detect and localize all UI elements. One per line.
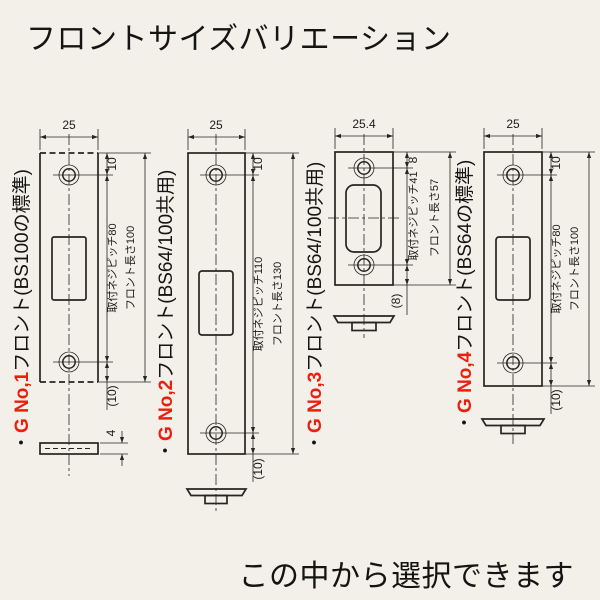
bullet-icon: ・ <box>455 412 476 432</box>
footer-note: この中から選択できます <box>238 560 574 593</box>
latch-opening <box>345 184 382 253</box>
page-title: フロントサイズバリエーション <box>26 23 452 56</box>
dim-width: 25 <box>62 118 76 132</box>
dim-screw-pitch: 取付ネジピッチ80 <box>106 223 119 312</box>
variant-code: G No,1 <box>12 371 33 433</box>
cross-section <box>332 315 396 332</box>
dim-front-length: フロント長さ130 <box>271 262 284 346</box>
variant-label-gno3: ・G No,3フロント(BS64/100共用) <box>305 161 326 452</box>
cross-section <box>185 488 248 505</box>
variant-name: フロント(BS64/100共用) <box>156 169 177 380</box>
bullet-icon: ・ <box>156 440 177 460</box>
variant-code: G No,2 <box>156 379 177 441</box>
dim-front-length: フロント長さ57 <box>428 179 441 257</box>
latch-opening <box>198 270 234 336</box>
variant-label-gno2: ・G No,2フロント(BS64/100共用) <box>156 169 177 460</box>
drawing-gno1: 25 10 取付ネジピッチ80 (10) フロント長さ100 4 <box>39 118 151 476</box>
latch-opening <box>51 236 87 301</box>
dim-front-length: フロント長さ100 <box>124 226 137 310</box>
dim-screw-pitch: 取付ネジピッチ41 <box>407 171 420 260</box>
dim-bottom-offset: (8) <box>389 294 403 309</box>
dim-width: 25 <box>209 118 223 132</box>
bullet-icon: ・ <box>305 432 326 452</box>
dim-top-offset: 10 <box>251 157 265 171</box>
latch-opening <box>495 236 531 301</box>
drawing-gno2: 25 10 取付ネジピッチ110 (10) フロント長さ130 <box>185 118 299 512</box>
variant-code: G No,4 <box>455 351 476 413</box>
dim-thickness: 4 <box>104 429 118 436</box>
front-plate-outline <box>334 151 394 286</box>
dim-width: 25 <box>506 117 520 131</box>
drawing-gno3: 25.4 8 取付ネジピッチ41 (8) フロント長さ57 <box>328 117 456 338</box>
dim-width: 25.4 <box>352 117 376 131</box>
dim-top-offset: 8 <box>406 156 420 163</box>
variant-name: フロント(BS64の標準) <box>455 159 476 352</box>
variant-name: フロント(BS64/100共用) <box>305 161 326 372</box>
dim-bottom-offset: (10) <box>549 389 563 410</box>
front-plate-outline <box>187 152 246 455</box>
variant-label-gno4: ・G No,4フロント(BS64の標準) <box>455 159 476 432</box>
dim-bottom-offset: (10) <box>251 458 265 479</box>
cross-section <box>39 442 99 455</box>
variant-name: フロント(BS100の標準) <box>12 169 33 372</box>
drawing-gno4: 25 10 取付ネジピッチ80 (10) フロント長さ100 <box>480 117 595 444</box>
front-plate-outline <box>483 151 543 387</box>
dim-top-offset: 10 <box>105 157 119 171</box>
cross-section <box>480 418 546 435</box>
variant-label-gno1: ・G No,1フロント(BS100の標準) <box>12 169 33 452</box>
dim-screw-pitch: 取付ネジピッチ80 <box>550 224 563 313</box>
bullet-icon: ・ <box>12 432 33 452</box>
dim-bottom-offset: (10) <box>105 385 119 406</box>
dim-front-length: フロント長さ100 <box>568 227 581 311</box>
dim-screw-pitch: 取付ネジピッチ110 <box>252 257 265 352</box>
dim-top-offset: 10 <box>549 156 563 170</box>
front-plate-outline <box>39 152 99 383</box>
variant-code: G No,3 <box>305 371 326 433</box>
